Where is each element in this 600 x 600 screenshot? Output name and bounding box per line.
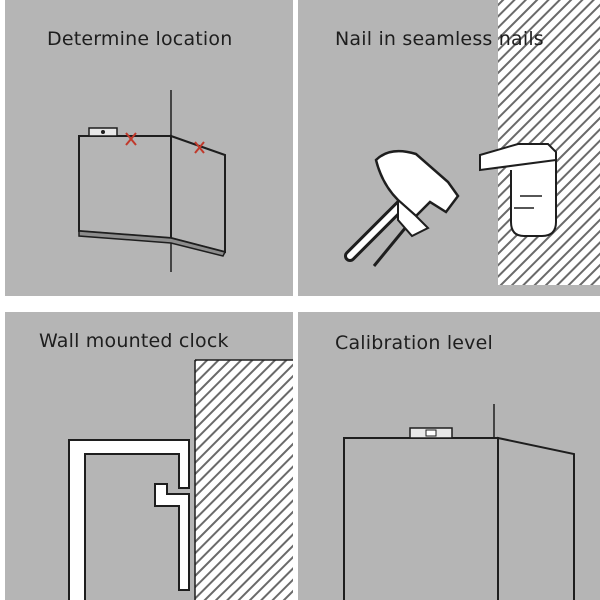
box-front-face [343,437,499,600]
hammer-head [374,149,460,218]
panel-calibration-level: Calibration level [298,312,600,600]
panel-title: Wall mounted clock [39,330,229,352]
panel-wall-mounted-clock: Wall mounted clock [5,312,293,600]
clock-box-marking-illustration [78,90,227,272]
hammer-and-nail-illustration [344,0,600,285]
wall-hatched [498,0,600,285]
nail-head [479,143,557,172]
clock-frame [68,439,190,600]
panel-title: Determine location [47,28,233,50]
location-mark-x-left [125,132,137,146]
panel-determine-location: Determine location [5,0,293,296]
panel-title: Calibration level [335,332,493,354]
wall-hatched [195,360,293,600]
clock-hanging-illustration [68,359,293,600]
box-side-face [497,436,575,600]
box-side-face [170,134,226,254]
panel-nail-in-seamless-nails: Nail in seamless nails [298,0,600,296]
wall-edge [494,0,498,285]
box-front-face [78,135,172,240]
box-bottom-edge [78,230,227,257]
panel-title: Nail in seamless nails [335,28,544,50]
level-bubble [101,130,105,134]
hammer-neck [397,197,430,238]
wall-hook-bracket [154,483,190,591]
location-mark-x-right [194,141,205,154]
clock-level-calibration-illustration [343,404,575,600]
level-vial [425,429,437,437]
